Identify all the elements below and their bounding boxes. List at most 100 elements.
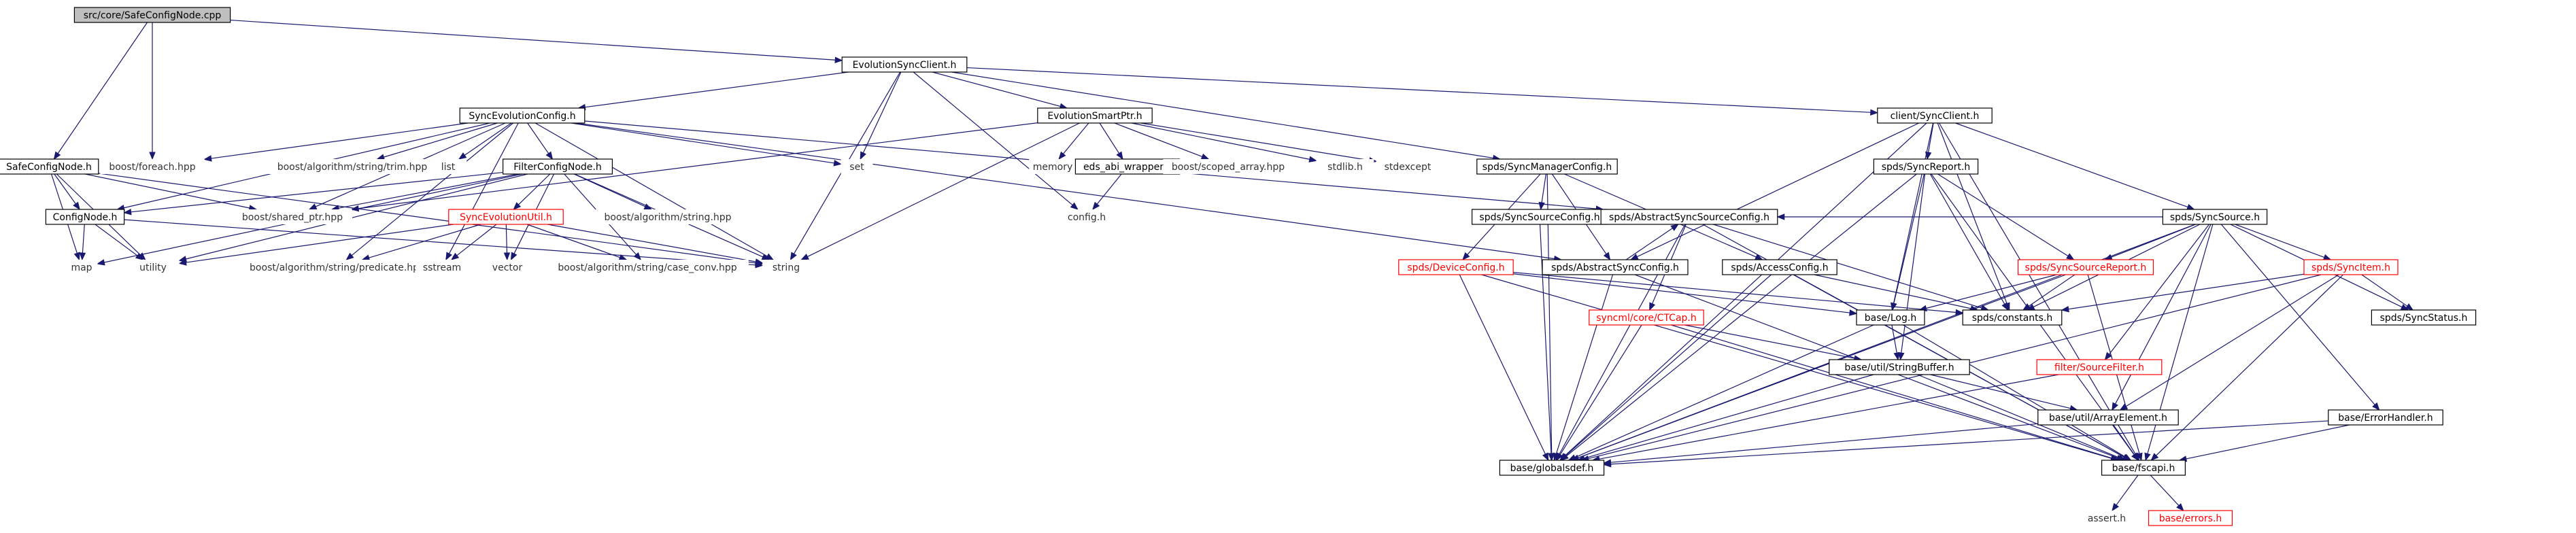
- node-config-h: config.h: [1057, 209, 1116, 224]
- node-root[interactable]: src/core/SafeConfigNode.cpp: [73, 7, 231, 23]
- node-box: [459, 107, 586, 124]
- node-label: utility: [139, 262, 167, 273]
- node-spds-const[interactable]: spds/constants.h: [1962, 309, 2063, 326]
- node-evo-client[interactable]: EvolutionSyncClient.h: [841, 56, 968, 73]
- node-filter-src[interactable]: filter/SourceFilter.h: [2036, 359, 2163, 375]
- node-spds-devcfg[interactable]: spds/DeviceConfig.h: [1398, 259, 1514, 275]
- node-label: stdlib.h: [1327, 162, 1363, 173]
- arrowhead-icon: [2372, 402, 2380, 411]
- edge-line: [54, 173, 76, 205]
- node-safecfg[interactable]: SafeConfigNode.h: [0, 158, 99, 175]
- edge-evo-smart-to-stdexcept: [1140, 122, 1378, 164]
- node-label: EvolutionSmartPtr.h: [1047, 111, 1142, 122]
- node-spds-access[interactable]: spds/AccessConfig.h: [1722, 259, 1837, 275]
- edge-strbuf-to-arrelem: [1930, 374, 2078, 412]
- node-arrelem[interactable]: base/util/ArrayElement.h: [2037, 409, 2179, 426]
- node-spds-mgr[interactable]: spds/SyncManagerConfig.h: [1476, 158, 1618, 175]
- node-strbuf[interactable]: base/util/StringBuffer.h: [1829, 359, 1970, 375]
- node-spds-abssrccfg[interactable]: spds/AbstractSyncSourceConfig.h: [1600, 209, 1778, 225]
- edge-safecfg-to-shared-ptr: [85, 173, 258, 211]
- node-case-conv: boost/algorithm/string/case_conv.hpp: [546, 260, 749, 275]
- edge-evo-smart-to-scoped-array: [1114, 122, 1210, 160]
- node-globaldef[interactable]: base/globalsdef.h: [1499, 460, 1605, 476]
- edge-syncevo-cfg-to-filter-cfg: [527, 122, 554, 160]
- edge-line: [571, 122, 834, 164]
- arrowhead-icon: [308, 203, 318, 210]
- edge-line: [369, 224, 481, 258]
- edge-line: [966, 67, 1871, 113]
- edge-line: [57, 22, 148, 154]
- node-label: set: [849, 162, 864, 173]
- node-box: [2078, 511, 2136, 526]
- node-cfgnode[interactable]: ConfigNode.h: [45, 209, 125, 225]
- node-spds-srccfg[interactable]: spds/SyncSourceConfig.h: [1472, 209, 1608, 225]
- edge-syncevo-cfg-to-set: [571, 122, 842, 167]
- edge-spds-source-to-filter-src: [2104, 224, 2210, 361]
- edge-line: [1917, 374, 2120, 458]
- node-spds-item[interactable]: spds/SyncItem.h: [2303, 259, 2399, 275]
- node-label: SyncEvolutionConfig.h: [469, 111, 575, 122]
- arrowhead-icon: [1092, 201, 1100, 211]
- node-fscapi[interactable]: base/fscapi.h: [2101, 460, 2186, 476]
- edge-spds-devcfg-to-spds-const: [1513, 272, 1964, 316]
- arrowhead-icon: [1538, 201, 1545, 211]
- arrowhead-icon: [123, 209, 132, 216]
- arrowhead-icon: [53, 151, 61, 160]
- node-spds-srcreport[interactable]: spds/SyncSourceReport.h: [2018, 259, 2154, 275]
- node-evo-smart[interactable]: EvolutionSmartPtr.h: [1037, 107, 1153, 124]
- arrowhead-icon: [1116, 151, 1123, 160]
- node-box: [1316, 159, 1374, 174]
- edge-syncevo-util-to-predicate: [361, 224, 481, 261]
- node-spds-abscfg[interactable]: spds/AbstractSyncConfig.h: [1542, 259, 1689, 275]
- node-label: boost/algorithm/string/trim.hpp: [277, 162, 428, 173]
- node-spds-status[interactable]: spds/SyncStatus.h: [2371, 309, 2477, 326]
- node-syncevo-cfg[interactable]: SyncEvolutionConfig.h: [459, 107, 586, 124]
- node-label: spds/SyncManagerConfig.h: [1482, 162, 1612, 173]
- edge-strbuf-to-globaldef: [1576, 374, 1874, 462]
- node-spds-report[interactable]: spds/SyncReport.h: [1873, 158, 1979, 175]
- edge-line: [518, 173, 551, 205]
- node-box: [1163, 159, 1293, 174]
- node-label: base/globalsdef.h: [1510, 463, 1594, 474]
- node-label: spds/SyncReport.h: [1882, 162, 1971, 173]
- node-syncevo-util[interactable]: SyncEvolutionUtil.h: [448, 209, 564, 225]
- edge-spds-devcfg-to-globaldef: [1459, 274, 1549, 462]
- edge-line: [1955, 122, 2188, 208]
- edge-line: [2109, 224, 2210, 355]
- edge-spds-source-to-errhandler: [2220, 224, 2380, 411]
- arrowhead-icon: [2061, 305, 2069, 313]
- node-label: spds/SyncItem.h: [2311, 262, 2390, 273]
- node-box: [2148, 510, 2233, 526]
- edge-line: [1513, 273, 1850, 313]
- edge-syncevo-util-to-utility: [178, 224, 454, 266]
- node-box: [126, 260, 180, 275]
- edge-arrelem-to-globaldef: [1603, 423, 2038, 466]
- node-sstream: sstream: [416, 260, 469, 275]
- node-eds-abi[interactable]: eds_abi_wrapper.h: [1074, 158, 1181, 175]
- node-label: stdexcept: [1385, 162, 1431, 173]
- edge-line: [576, 122, 1555, 260]
- node-errhandler[interactable]: base/ErrorHandler.h: [2328, 409, 2443, 426]
- edge-evo-smart-to-stdlib: [1131, 122, 1317, 162]
- node-base-log[interactable]: base/Log.h: [1856, 309, 1925, 326]
- node-errors-h[interactable]: base/errors.h: [2148, 510, 2233, 526]
- edge-line: [1566, 173, 1917, 457]
- node-label: syncml/core/CTCap.h: [1596, 313, 1697, 324]
- node-box: [448, 209, 564, 225]
- arrowhead-icon: [513, 202, 522, 210]
- node-syncml-ctcap[interactable]: syncml/core/CTCap.h: [1589, 309, 1704, 326]
- node-box: [1057, 209, 1116, 224]
- node-spds-source[interactable]: spds/SyncSource.h: [2162, 209, 2268, 225]
- edge-evo-smart-to-string: [800, 122, 1080, 260]
- edge-line: [211, 122, 469, 159]
- node-label: base/util/ArrayElement.h: [2049, 413, 2167, 424]
- edge-spds-mgr-to-spds-srccfg: [1538, 173, 1546, 211]
- node-filter-cfg[interactable]: FilterConfigNode.h: [502, 158, 613, 175]
- edge-line: [384, 122, 498, 158]
- node-box: [45, 209, 125, 225]
- node-client-sync[interactable]: client/SyncClient.h: [1877, 107, 1993, 124]
- node-alg-string: boost/algorithm/string.hpp: [592, 209, 743, 224]
- arrowhead-icon: [1898, 351, 1905, 361]
- arrowhead-icon: [1462, 252, 1470, 260]
